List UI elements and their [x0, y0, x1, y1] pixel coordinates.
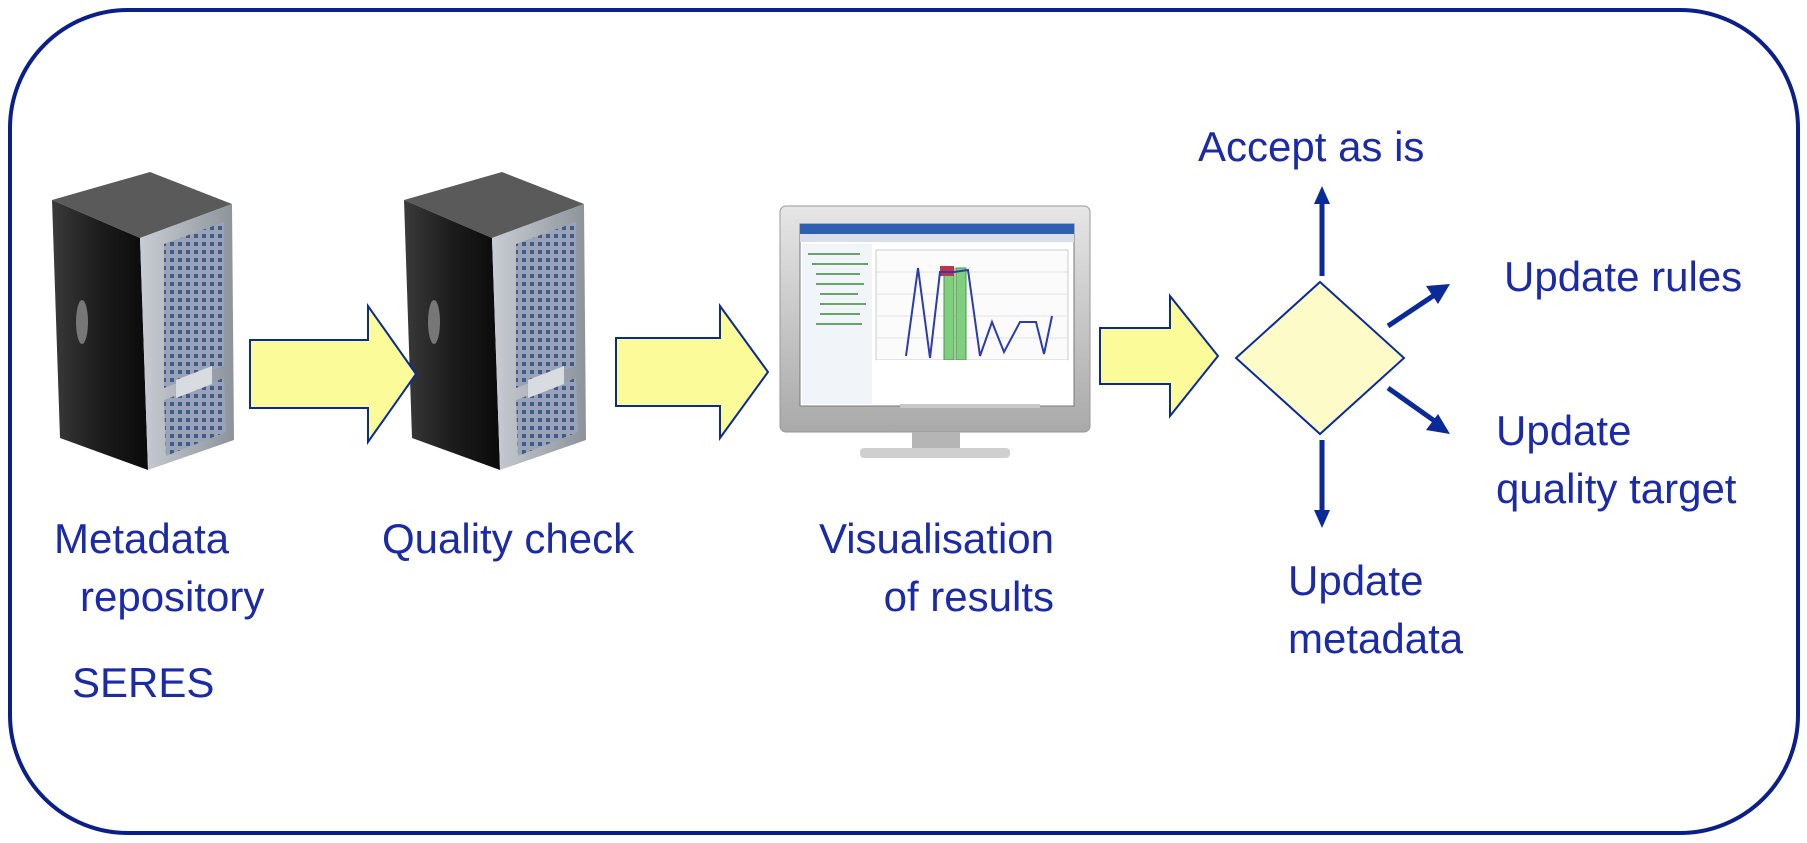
visualisation-label: Visualisation of results — [770, 510, 1054, 626]
diagram-frame — [8, 8, 1800, 835]
quality-check-label: Quality check — [382, 515, 635, 562]
update-rules-label: Update rules — [1504, 253, 1743, 300]
update-quality-target-line1: Update — [1496, 407, 1632, 454]
monitor-with-chart-icon — [779, 205, 1091, 458]
update-metadata-line1: Update — [1288, 557, 1424, 604]
visualisation-line2: of results — [883, 573, 1054, 620]
server-tower-icon — [404, 172, 586, 470]
flow-arrow-1 — [249, 302, 418, 446]
arrow-lower-right — [1386, 385, 1438, 425]
update-quality-target-label: Update quality target — [1496, 402, 1736, 518]
update-metadata-label: Update metadata — [1288, 552, 1463, 668]
metadata-repository-line2: repository — [80, 573, 265, 620]
arrow-upper-right — [1386, 291, 1438, 329]
accept-as-is-label: Accept as is — [1198, 123, 1425, 170]
visualisation-line1: Visualisation — [818, 515, 1054, 562]
flow-arrow-2 — [615, 302, 770, 442]
decision-diamond — [1234, 280, 1406, 436]
metadata-repository-label: Metadata repository — [54, 510, 264, 626]
flow-arrow-3 — [1099, 293, 1220, 419]
seres-label: SERES — [72, 659, 215, 706]
metadata-repository-line1: Metadata — [54, 515, 230, 562]
server-tower-icon — [52, 172, 234, 470]
update-metadata-line2: metadata — [1288, 615, 1464, 662]
update-quality-target-line2: quality target — [1496, 465, 1737, 512]
